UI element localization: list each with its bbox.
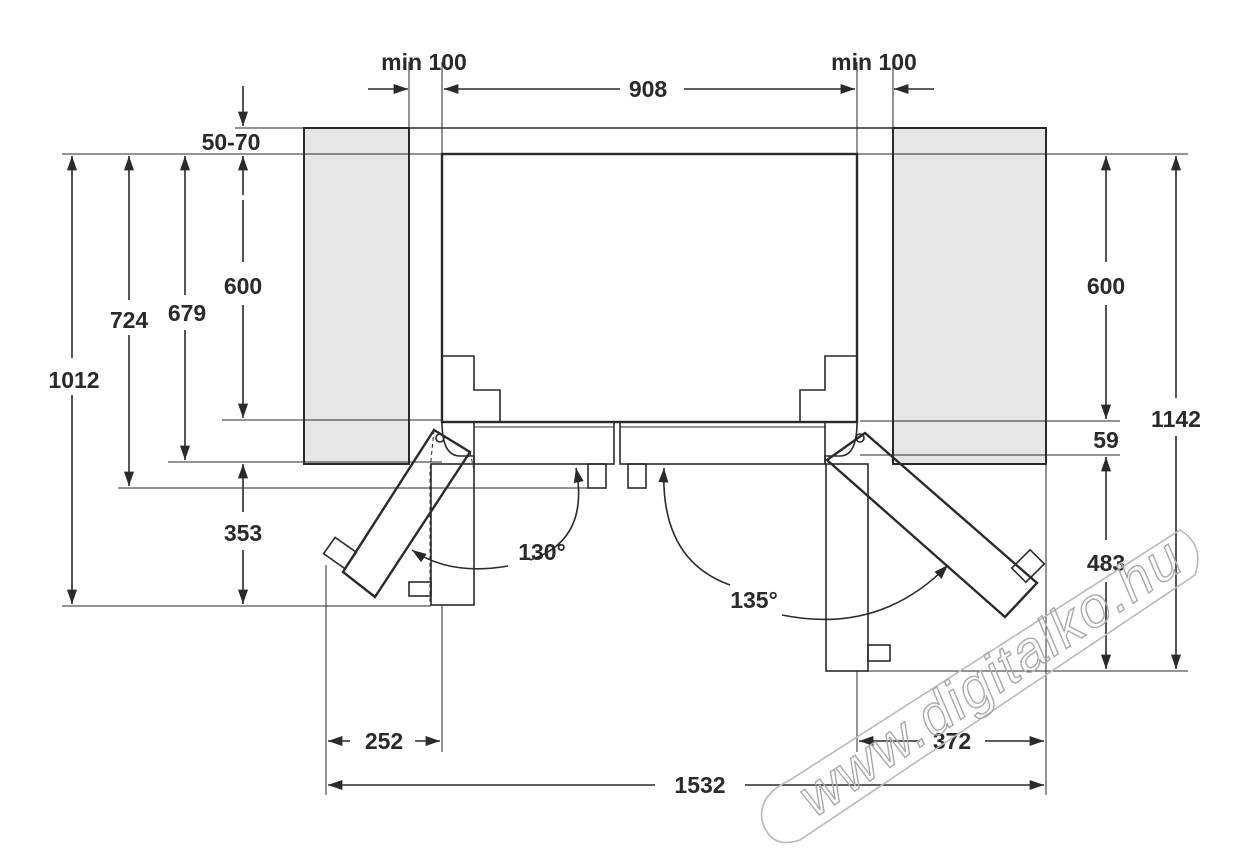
cabinet-left: [303, 127, 410, 465]
label-679: 679: [168, 300, 206, 326]
extension-lines: [62, 62, 1188, 795]
fridge-body: [435, 152, 865, 489]
label-483: 483: [1087, 550, 1125, 576]
dimension-372: 372: [859, 728, 1044, 754]
label-1142: 1142: [1151, 406, 1201, 432]
label-372: 372: [933, 728, 971, 754]
dimension-600-left: 600: [224, 200, 262, 418]
label-135: 135°: [730, 587, 778, 613]
angle-130: 130°: [411, 467, 584, 570]
label-908: 908: [629, 76, 668, 102]
label-724: 724: [110, 307, 149, 333]
dimension-min100-left: min 100: [368, 49, 467, 95]
dimension-353: 353: [224, 464, 262, 604]
angle-135: 135°: [658, 467, 949, 621]
dimension-252: 252: [328, 728, 440, 754]
dimension-679: 679: [168, 156, 206, 460]
label-1012: 1012: [48, 367, 99, 393]
dimension-908: 908: [444, 76, 855, 102]
watermark: www.digitalko.hu: [760, 524, 1199, 844]
label-50-70: 50-70: [202, 129, 261, 155]
dimension-50-70: 50-70: [202, 86, 261, 195]
label-600-right: 600: [1087, 273, 1125, 299]
label-600-left: 600: [224, 273, 262, 299]
label-59: 59: [1093, 427, 1119, 453]
right-door-open: [825, 431, 1046, 672]
dimension-1142: 1142: [1151, 156, 1201, 669]
label-min100-left: min 100: [381, 49, 467, 75]
label-252: 252: [365, 728, 403, 754]
dimension-1532: 1532: [328, 772, 1044, 798]
label-353: 353: [224, 520, 262, 546]
dimension-483: 483: [1087, 457, 1125, 669]
dimension-600-right: 600: [1087, 156, 1125, 419]
cabinet-right: [892, 127, 1047, 465]
niche-outline: [304, 127, 1046, 464]
left-door-open: [322, 428, 475, 606]
dimension-1012: 1012: [48, 156, 100, 604]
watermark-text: www.digitalko.hu: [786, 525, 1194, 828]
dimension-min100-right: min 100: [831, 49, 934, 95]
label-min100-right: min 100: [831, 49, 917, 75]
dimension-724: 724: [110, 156, 149, 486]
dimension-59: 59: [1093, 427, 1119, 453]
label-130: 130°: [518, 539, 566, 565]
label-1532: 1532: [674, 772, 725, 798]
